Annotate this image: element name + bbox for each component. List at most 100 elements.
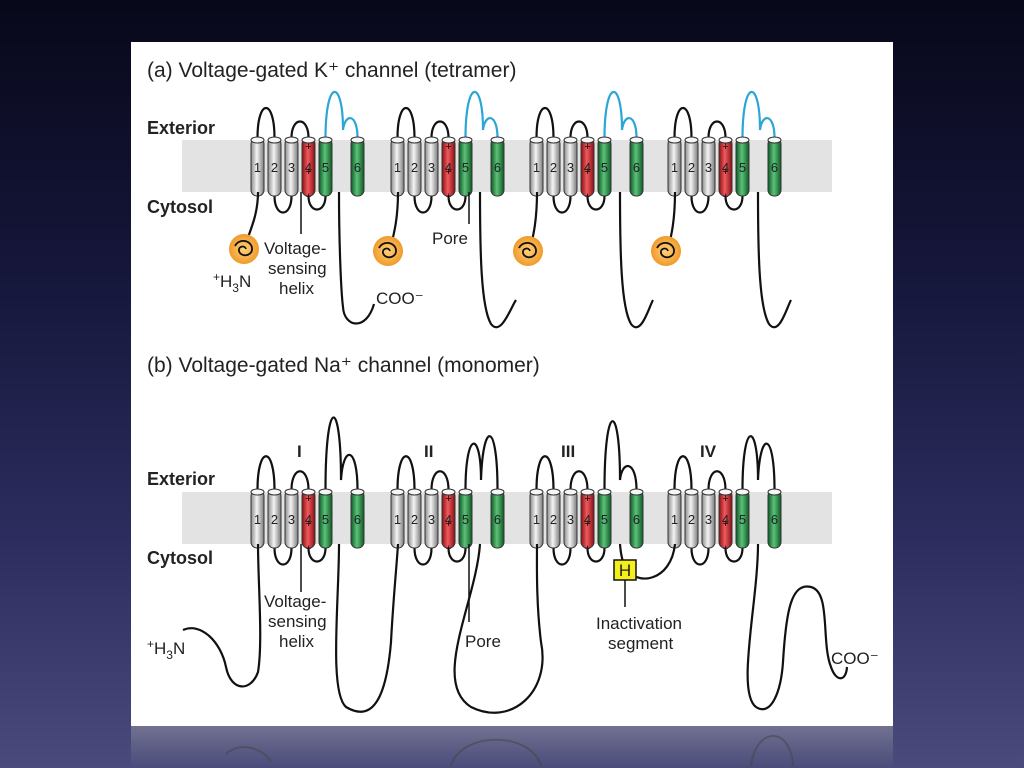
helix-loop bbox=[673, 455, 693, 491]
channel-diagram: (a) Voltage-gated K⁺ channel (tetramer) … bbox=[147, 59, 879, 714]
panel-a-title: (a) Voltage-gated K⁺ channel (tetramer) bbox=[147, 59, 516, 82]
inactivation-label-2: segment bbox=[608, 634, 673, 653]
helix-3: 3 bbox=[424, 136, 439, 197]
helix-5: 5 bbox=[597, 136, 612, 197]
helix-loop bbox=[535, 106, 555, 139]
helix-loop bbox=[535, 455, 555, 491]
helix-number: 6 bbox=[354, 512, 361, 527]
helix-loop bbox=[464, 435, 499, 491]
panel-b-title: (b) Voltage-gated Na⁺ channel (monomer) bbox=[147, 354, 540, 377]
domain-label-2: II bbox=[424, 442, 433, 461]
charge-mark: + bbox=[445, 493, 451, 505]
charge-mark: + bbox=[445, 141, 451, 153]
loop-ii-iii bbox=[453, 543, 544, 714]
helix-4: 4+++ bbox=[718, 136, 733, 203]
helix-loop bbox=[324, 416, 359, 491]
s2-c-tail bbox=[478, 191, 517, 329]
charge-mark: + bbox=[305, 166, 311, 178]
charge-mark: + bbox=[445, 543, 451, 555]
reflection-art bbox=[225, 735, 794, 767]
helix-3: 3 bbox=[424, 488, 439, 549]
helix-2: 2 bbox=[546, 488, 561, 549]
helix-number: 4 bbox=[584, 160, 591, 175]
charge-mark: + bbox=[722, 493, 728, 505]
helix-number: 1 bbox=[671, 512, 678, 527]
charge-mark: + bbox=[722, 191, 728, 203]
helix-2: 2 bbox=[407, 136, 422, 197]
helix-6: 6 bbox=[767, 136, 782, 197]
helix-number: 1 bbox=[394, 160, 401, 175]
helix-number: 3 bbox=[288, 160, 295, 175]
helix-1: 1 bbox=[390, 488, 405, 549]
helix-number: 6 bbox=[633, 512, 640, 527]
helix-loop bbox=[430, 470, 450, 491]
h-box bbox=[613, 559, 637, 581]
helix-2: 2 bbox=[267, 136, 282, 197]
helix-number: 2 bbox=[550, 160, 557, 175]
charge-mark: + bbox=[445, 191, 451, 203]
charge-mark: + bbox=[722, 166, 728, 178]
s1-c-terminus-tail bbox=[337, 191, 376, 325]
helix-number: 3 bbox=[705, 160, 712, 175]
helix-2: 2 bbox=[267, 488, 282, 549]
helix-number: 5 bbox=[739, 160, 746, 175]
helix-number: 1 bbox=[533, 512, 540, 527]
helix-loop bbox=[569, 470, 589, 491]
helix-1: 1 bbox=[529, 136, 544, 197]
helix-number: 4 bbox=[722, 512, 729, 527]
panel-a-voltage-label-1: Voltage- bbox=[264, 239, 326, 258]
helix-6: 6 bbox=[350, 136, 365, 197]
helix-loop bbox=[586, 195, 606, 211]
slide-reflection bbox=[131, 726, 893, 768]
domain-label-4: IV bbox=[700, 442, 717, 461]
na-c-terminus-tail bbox=[746, 543, 849, 711]
helix-number: 3 bbox=[428, 160, 435, 175]
helix-number: 1 bbox=[394, 512, 401, 527]
helix-number: 3 bbox=[705, 512, 712, 527]
helix-loop bbox=[413, 195, 433, 214]
helix-number: 5 bbox=[462, 512, 469, 527]
helix-number: 3 bbox=[567, 160, 574, 175]
helix-number: 4 bbox=[445, 512, 452, 527]
charge-mark: + bbox=[584, 518, 590, 530]
helix-number: 5 bbox=[601, 512, 608, 527]
charge-mark: + bbox=[584, 543, 590, 555]
helix-4: 4+++ bbox=[301, 136, 316, 203]
helix-3: 3 bbox=[563, 136, 578, 197]
charge-mark: + bbox=[584, 166, 590, 178]
helix-number: 2 bbox=[271, 160, 278, 175]
helix-number: 1 bbox=[671, 160, 678, 175]
helix-number: 5 bbox=[322, 160, 329, 175]
helix-loop bbox=[324, 90, 359, 139]
helix-4: 4+++ bbox=[580, 136, 595, 203]
charge-mark: + bbox=[722, 518, 728, 530]
helix-number: 4 bbox=[722, 160, 729, 175]
helix-4: 4+++ bbox=[718, 488, 733, 555]
helix-number: 5 bbox=[601, 160, 608, 175]
helix-loop bbox=[552, 547, 572, 566]
helix-4: 4+++ bbox=[580, 488, 595, 555]
panel-a-c-terminus: COO⁻ bbox=[376, 289, 424, 308]
helix-loop bbox=[690, 195, 710, 214]
helix-1: 1 bbox=[667, 488, 682, 549]
helix-loop bbox=[741, 435, 776, 491]
helix-loop bbox=[586, 547, 606, 563]
panel-b-c-terminus: COO⁻ bbox=[831, 649, 879, 668]
panel-b-n-terminus: +H3N bbox=[147, 637, 185, 662]
slide: (a) Voltage-gated K⁺ channel (tetramer) … bbox=[131, 42, 893, 726]
helix-loop bbox=[707, 470, 727, 491]
helix-number: 6 bbox=[354, 160, 361, 175]
helix-number: 6 bbox=[494, 512, 501, 527]
helix-1: 1 bbox=[250, 136, 265, 197]
helix-number: 6 bbox=[494, 160, 501, 175]
panel-a-voltage-label-2: sensing bbox=[268, 259, 327, 278]
helix-5: 5 bbox=[458, 136, 473, 197]
charge-mark: + bbox=[584, 141, 590, 153]
helix-loop bbox=[447, 547, 467, 563]
helix-loop bbox=[256, 455, 276, 491]
helix-1: 1 bbox=[529, 488, 544, 549]
helix-6: 6 bbox=[629, 488, 644, 549]
